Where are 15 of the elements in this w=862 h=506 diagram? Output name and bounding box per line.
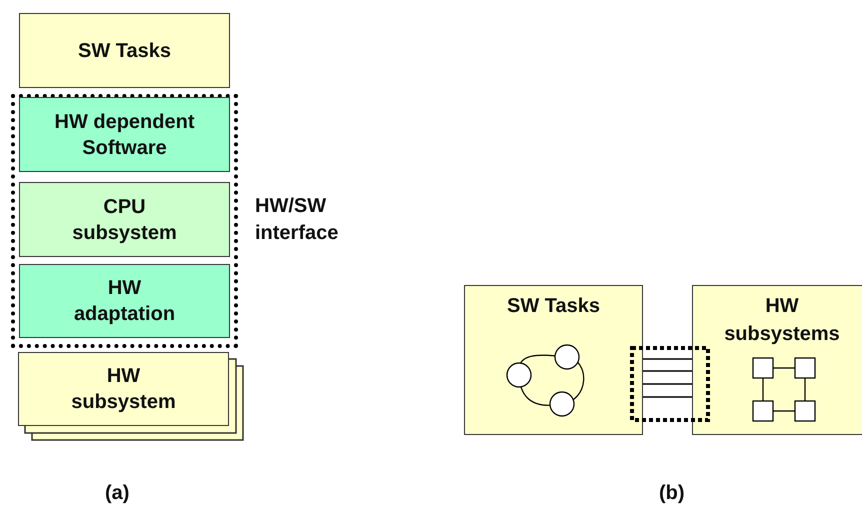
layer-box: HW dependent Software xyxy=(19,97,230,172)
panel-label: (a) xyxy=(105,482,130,505)
layer-box: CPU subsystem xyxy=(19,182,230,257)
panel-label: (b) xyxy=(659,482,685,505)
layer-box: HW subsystems xyxy=(692,285,862,435)
dotted-group-outline xyxy=(11,94,238,348)
connection-line xyxy=(643,370,692,372)
connection-line xyxy=(643,383,692,385)
connection-line xyxy=(643,358,692,360)
layer-box: SW Tasks xyxy=(464,285,643,435)
layer-box: HW subsystem xyxy=(18,352,229,426)
connection-line xyxy=(643,396,692,398)
layer-box: SW Tasks xyxy=(19,13,230,88)
layer-box: HW adaptation xyxy=(19,264,230,338)
group-label: HW/SW interface xyxy=(255,194,340,246)
